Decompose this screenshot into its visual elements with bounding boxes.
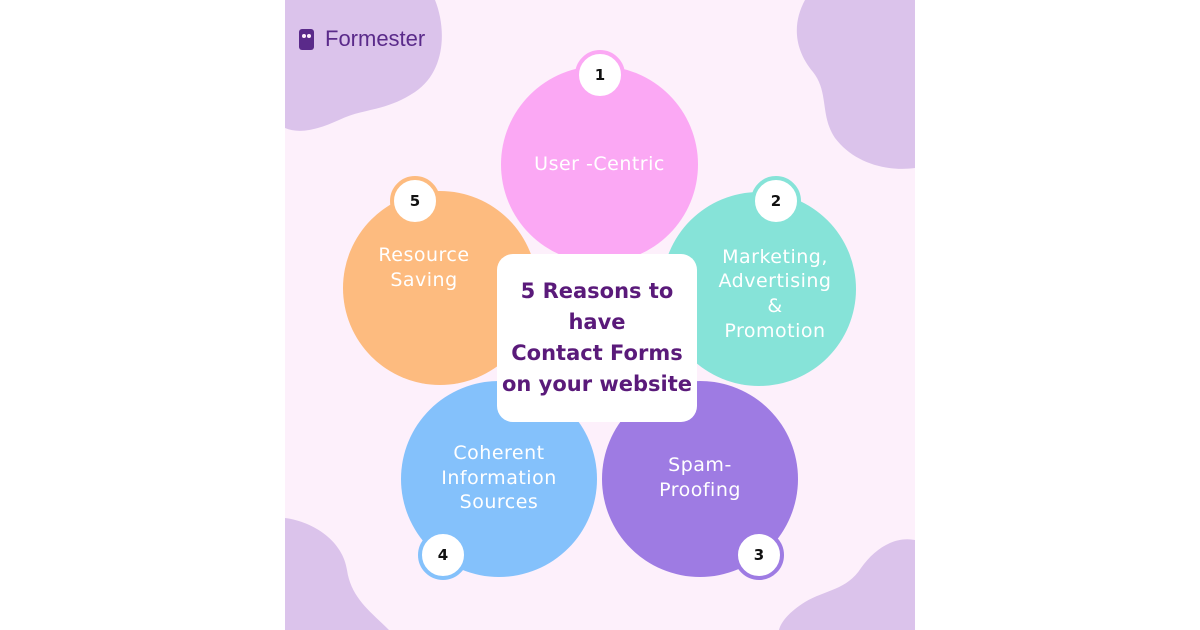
- blob-bottom-left: [285, 518, 389, 630]
- brand-logo: Formester: [299, 26, 425, 52]
- infographic-title: 5 Reasons to have Contact Forms on your …: [501, 279, 693, 396]
- badge-number-5: 5: [390, 176, 440, 226]
- infographic-card: Formester Resource Saving User -Centric …: [285, 0, 915, 630]
- badge-number-4: 4: [418, 530, 468, 580]
- badge-number-3: 3: [734, 530, 784, 580]
- badge-number-2: 2: [751, 176, 801, 226]
- blob-top-left: [285, 0, 442, 131]
- title-box: 5 Reasons to have Contact Forms on your …: [497, 254, 697, 422]
- blob-top-right: [796, 0, 915, 169]
- badge-number-1: 1: [575, 50, 625, 100]
- brand-name: Formester: [325, 26, 426, 51]
- petal-label: Spam- Proofing: [659, 454, 741, 501]
- petal-label: User -Centric: [534, 153, 665, 176]
- formester-logo-icon: [299, 28, 314, 50]
- petal-label: Marketing, Advertising & Promotion: [718, 245, 832, 342]
- petal-label: Coherent Information Sources: [441, 441, 557, 514]
- background-blobs: [285, 0, 915, 630]
- petal-label: Resource Saving: [378, 244, 470, 291]
- blob-bottom-right: [779, 539, 915, 630]
